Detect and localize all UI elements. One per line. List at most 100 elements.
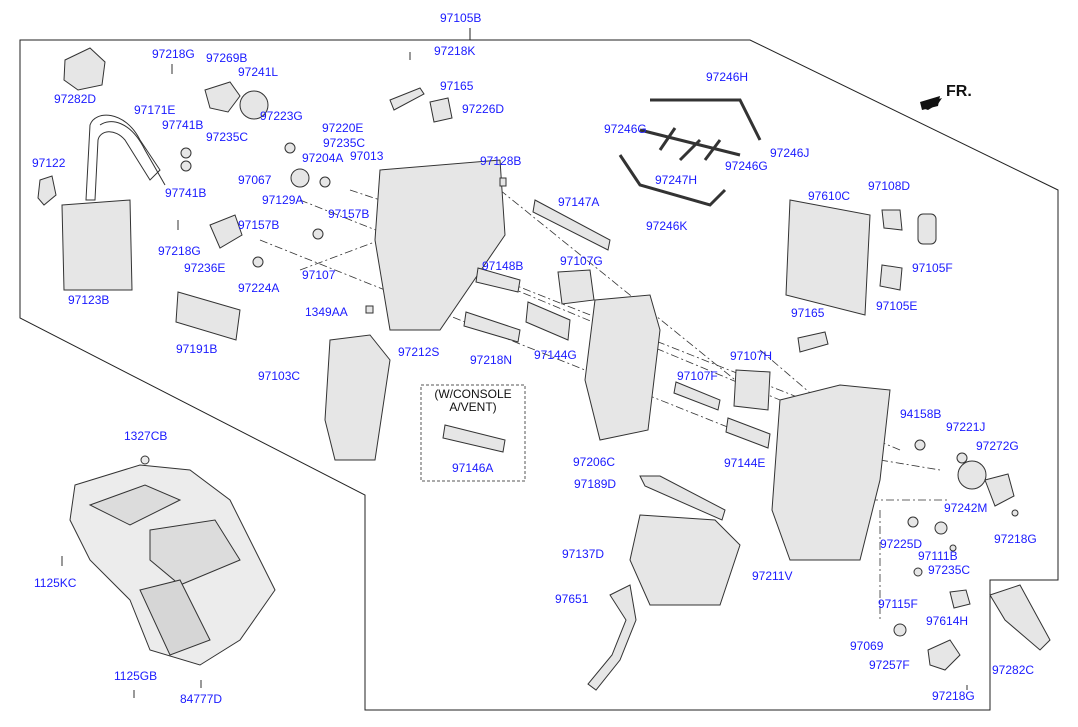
console-vent-inset [420, 384, 526, 482]
part-label-97225D[interactable]: 97225D [880, 537, 923, 551]
front-direction-label: FR. [946, 83, 972, 100]
part-label-97282C[interactable]: 97282C [992, 663, 1035, 677]
part-97272G [984, 473, 1015, 507]
part-label-97241L[interactable]: 97241L [238, 65, 279, 79]
part-label-97107H[interactable]: 97107H [730, 349, 773, 363]
part-label-97157B[interactable]: 97157B [328, 207, 370, 221]
part-label-97148B[interactable]: 97148B [482, 259, 524, 273]
part-label-97220E[interactable]: 97220E [322, 121, 364, 135]
part-label-97246H[interactable]: 97246H [706, 70, 749, 84]
part-label-97067[interactable]: 97067 [238, 173, 272, 187]
part-label-97129A[interactable]: 97129A [262, 193, 304, 207]
part-label-97224A[interactable]: 97224A [238, 281, 280, 295]
part-label-97221J[interactable]: 97221J [946, 420, 986, 434]
part-97206C [584, 294, 661, 441]
part-label-97257F[interactable]: 97257F [869, 658, 910, 672]
part-97107G [557, 269, 595, 305]
part-97148B [475, 267, 521, 293]
part-label-97235C-3[interactable]: 97235C [928, 563, 971, 577]
part-label-97242M[interactable]: 97242M [944, 501, 988, 515]
part-label-97013[interactable]: 97013 [350, 149, 384, 163]
part-label-97105E[interactable]: 97105E [876, 299, 918, 313]
part-97610C [785, 199, 871, 316]
part-label-97246J[interactable]: 97246J [770, 146, 810, 160]
part-label-97165[interactable]: 97165 [440, 79, 474, 93]
part-label-97137D[interactable]: 97137D [562, 547, 605, 561]
part-label-97146A[interactable]: 97146A [452, 461, 494, 475]
part-97165-top [389, 87, 425, 111]
part-label-97189D[interactable]: 97189D [574, 477, 617, 491]
part-label-97235C[interactable]: 97235C [206, 130, 249, 144]
part-label-97069[interactable]: 97069 [850, 639, 884, 653]
part-label-1125KC[interactable]: 1125KC [34, 576, 77, 590]
part-label-97218G-3[interactable]: 97218G [994, 532, 1037, 546]
part-label-97741B[interactable]: 97741B [162, 118, 204, 132]
part-label-94158B[interactable]: 94158B [900, 407, 942, 421]
part-97236E [209, 214, 243, 249]
part-97105F [917, 213, 937, 245]
part-label-97122[interactable]: 97122 [32, 156, 66, 170]
part-label-97105B[interactable]: 97105B [440, 11, 482, 25]
part-label-84777D[interactable]: 84777D [180, 692, 223, 706]
part-label-97147A[interactable]: 97147A [558, 195, 600, 209]
part-label-97282D[interactable]: 97282D [54, 92, 97, 106]
filter-rods [618, 98, 762, 207]
part-label-97103C[interactable]: 97103C [258, 369, 301, 383]
part-label-97115F[interactable]: 97115F [878, 597, 918, 611]
part-label-97171E[interactable]: 97171E [134, 103, 176, 117]
part-97242M [957, 460, 987, 490]
part-label-97269B[interactable]: 97269B [206, 51, 248, 65]
part-label-97211V[interactable]: 97211V [752, 569, 793, 583]
part-label-97218N[interactable]: 97218N [470, 353, 513, 367]
part-label-97212S[interactable]: 97212S [398, 345, 440, 359]
part-label-97246K[interactable]: 97246K [646, 219, 688, 233]
part-label-97206C[interactable]: 97206C [573, 455, 616, 469]
part-label-97144G[interactable]: 97144G [534, 348, 577, 362]
part-97144G [525, 301, 571, 341]
part-label-97236E[interactable]: 97236E [184, 261, 226, 275]
part-label-97223G[interactable]: 97223G [260, 109, 303, 123]
part-97144E [725, 417, 771, 449]
part-label-1349AA[interactable]: 1349AA [305, 305, 348, 319]
part-97137D [629, 514, 741, 606]
part-label-1327CB[interactable]: 1327CB [124, 429, 168, 443]
inset-note-line2: A/VENT) [449, 400, 497, 414]
part-label-97123B[interactable]: 97123B [68, 293, 110, 307]
part-label-97111B[interactable]: 97111B [918, 549, 958, 563]
part-97211V [771, 384, 891, 561]
part-label-97246G[interactable]: 97246G [604, 122, 647, 136]
part-97282D [63, 47, 106, 91]
part-label-97191B[interactable]: 97191B [176, 342, 218, 356]
part-label-97165-2[interactable]: 97165 [791, 306, 825, 320]
part-label-97246G-2[interactable]: 97246G [725, 159, 768, 173]
part-label-97105F[interactable]: 97105F [912, 261, 953, 275]
part-label-97247H[interactable]: 97247H [655, 173, 698, 187]
part-label-97218K[interactable]: 97218K [434, 44, 476, 58]
part-97191B [175, 291, 241, 341]
part-label-97272G[interactable]: 97272G [976, 439, 1019, 453]
part-label-97157B-2[interactable]: 97157B [238, 218, 280, 232]
part-label-97610C[interactable]: 97610C [808, 189, 851, 203]
part-label-97741B-2[interactable]: 97741B [165, 186, 207, 200]
part-97103C [324, 334, 391, 461]
inset-note-line1: (W/CONSOLE [434, 387, 512, 401]
part-label-97107F[interactable]: 97107F [677, 369, 718, 383]
part-label-97144E[interactable]: 97144E [724, 456, 766, 470]
part-label-97235C-2[interactable]: 97235C [323, 136, 366, 150]
part-label-97128B[interactable]: 97128B [480, 154, 522, 168]
part-label-97226D[interactable]: 97226D [462, 102, 505, 116]
part-97241L [239, 90, 269, 120]
part-label-97651[interactable]: 97651 [555, 592, 589, 606]
part-label-97107[interactable]: 97107 [302, 268, 336, 282]
part-label-97218G[interactable]: 97218G [152, 47, 195, 61]
part-97165-mid [797, 331, 829, 353]
part-label-1125GB[interactable]: 1125GB [114, 669, 158, 683]
part-label-97108D[interactable]: 97108D [868, 179, 911, 193]
part-label-97218G-2[interactable]: 97218G [158, 244, 201, 258]
part-label-97107G[interactable]: 97107G [560, 254, 603, 268]
part-label-97614H[interactable]: 97614H [926, 614, 969, 628]
part-label-97218G-4[interactable]: 97218G [932, 689, 975, 703]
part-label-97204A[interactable]: 97204A [302, 151, 344, 165]
